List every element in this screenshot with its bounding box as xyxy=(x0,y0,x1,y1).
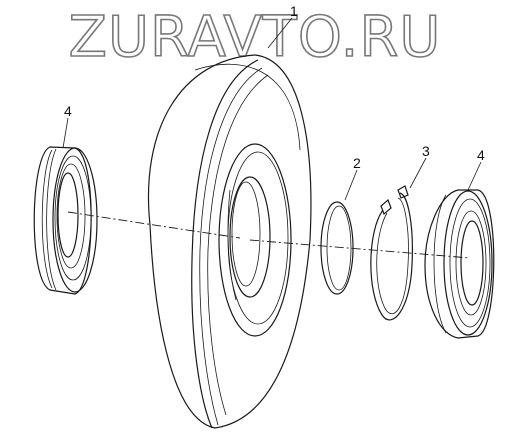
leader-4-right xyxy=(467,161,482,191)
watermark-logo: ZURAVTO.RU xyxy=(68,4,442,66)
callout-4-right: 4 xyxy=(477,147,485,163)
callout-4-left: 4 xyxy=(64,103,72,119)
leader-4-left xyxy=(62,117,69,149)
leader-2 xyxy=(344,169,358,201)
callout-2: 2 xyxy=(353,155,361,171)
center-axis xyxy=(67,211,471,259)
disc-part-1 xyxy=(147,54,312,429)
bearing-left-part-4 xyxy=(33,146,98,295)
leader-3 xyxy=(409,157,427,189)
bearing-right-part-4 xyxy=(424,189,495,339)
callout-1: 1 xyxy=(290,3,298,19)
leader-1 xyxy=(267,17,293,49)
snap-ring-part-3 xyxy=(370,185,413,321)
spacer-ring-part-2 xyxy=(320,201,354,295)
callout-3: 3 xyxy=(422,143,430,159)
watermark-text: ZURAVTO.RU xyxy=(69,5,442,66)
